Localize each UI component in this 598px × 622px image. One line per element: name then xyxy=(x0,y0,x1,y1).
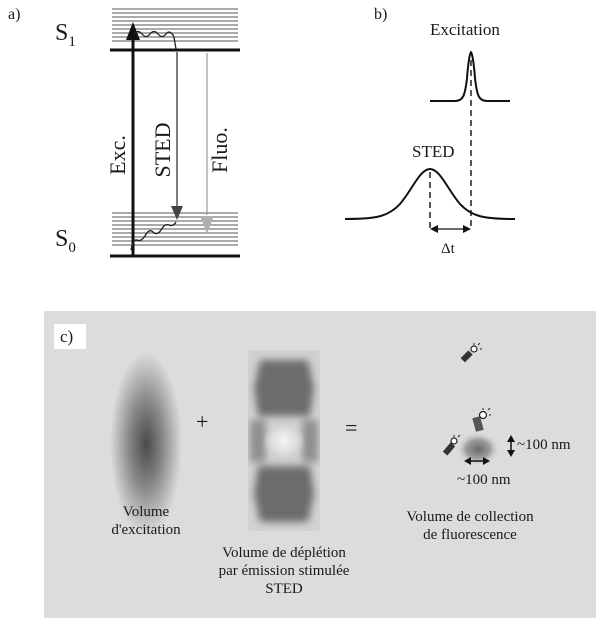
fluorescence-arrow xyxy=(200,53,214,234)
fluo-label: Fluo. xyxy=(207,127,232,173)
delay-double-arrow xyxy=(430,225,471,233)
excitation-pulse-curve xyxy=(430,50,510,102)
depletion-volume-caption: Volume de déplétion par émission stimulé… xyxy=(218,545,350,597)
exc-label: Exc. xyxy=(105,135,130,175)
delay-label: Δt xyxy=(441,241,455,257)
s1-relaxation-wiggle xyxy=(133,30,177,50)
jablonski-diagram: Exc. STED Fluo. xyxy=(105,8,240,258)
plus-sign: + xyxy=(196,409,209,434)
s0-relaxation-wiggle xyxy=(130,221,177,251)
excitation-volume-image xyxy=(110,352,182,536)
fluorophore-molecule-1 xyxy=(460,343,482,363)
excitation-volume-caption: Volume d'excitation xyxy=(111,504,181,538)
excitation-arrow xyxy=(126,22,140,256)
s0-label: S0 xyxy=(55,226,76,256)
panel-c: c) + xyxy=(44,311,596,618)
panel-b-label: b) xyxy=(374,6,388,23)
panel-c-label: c) xyxy=(54,324,86,349)
vertical-size-label: ~100 nm xyxy=(517,437,571,453)
horizontal-size-arrow xyxy=(464,457,490,465)
excitation-pulse-label: Excitation xyxy=(430,20,500,39)
collection-volume-caption: Volume de collection de fluorescence xyxy=(406,509,534,543)
sted-pulse-label: STED xyxy=(412,142,455,161)
pulse-timing-plot xyxy=(344,50,516,233)
fluorophore-molecule-2 xyxy=(472,407,491,432)
vertical-size-arrow xyxy=(507,435,515,457)
sted-arrow xyxy=(171,52,183,220)
collection-volume-image xyxy=(442,343,500,466)
s0-vibrational-levels xyxy=(112,212,238,246)
horizontal-size-label: ~100 nm xyxy=(457,472,511,488)
fluorophore-molecule-3 xyxy=(442,434,461,456)
s1-label: S1 xyxy=(55,20,76,50)
sted-depletion-volume-image xyxy=(248,350,320,531)
sted-label: STED xyxy=(150,123,175,178)
equals-sign: = xyxy=(345,415,358,440)
panel-a-label: a) xyxy=(8,6,21,23)
